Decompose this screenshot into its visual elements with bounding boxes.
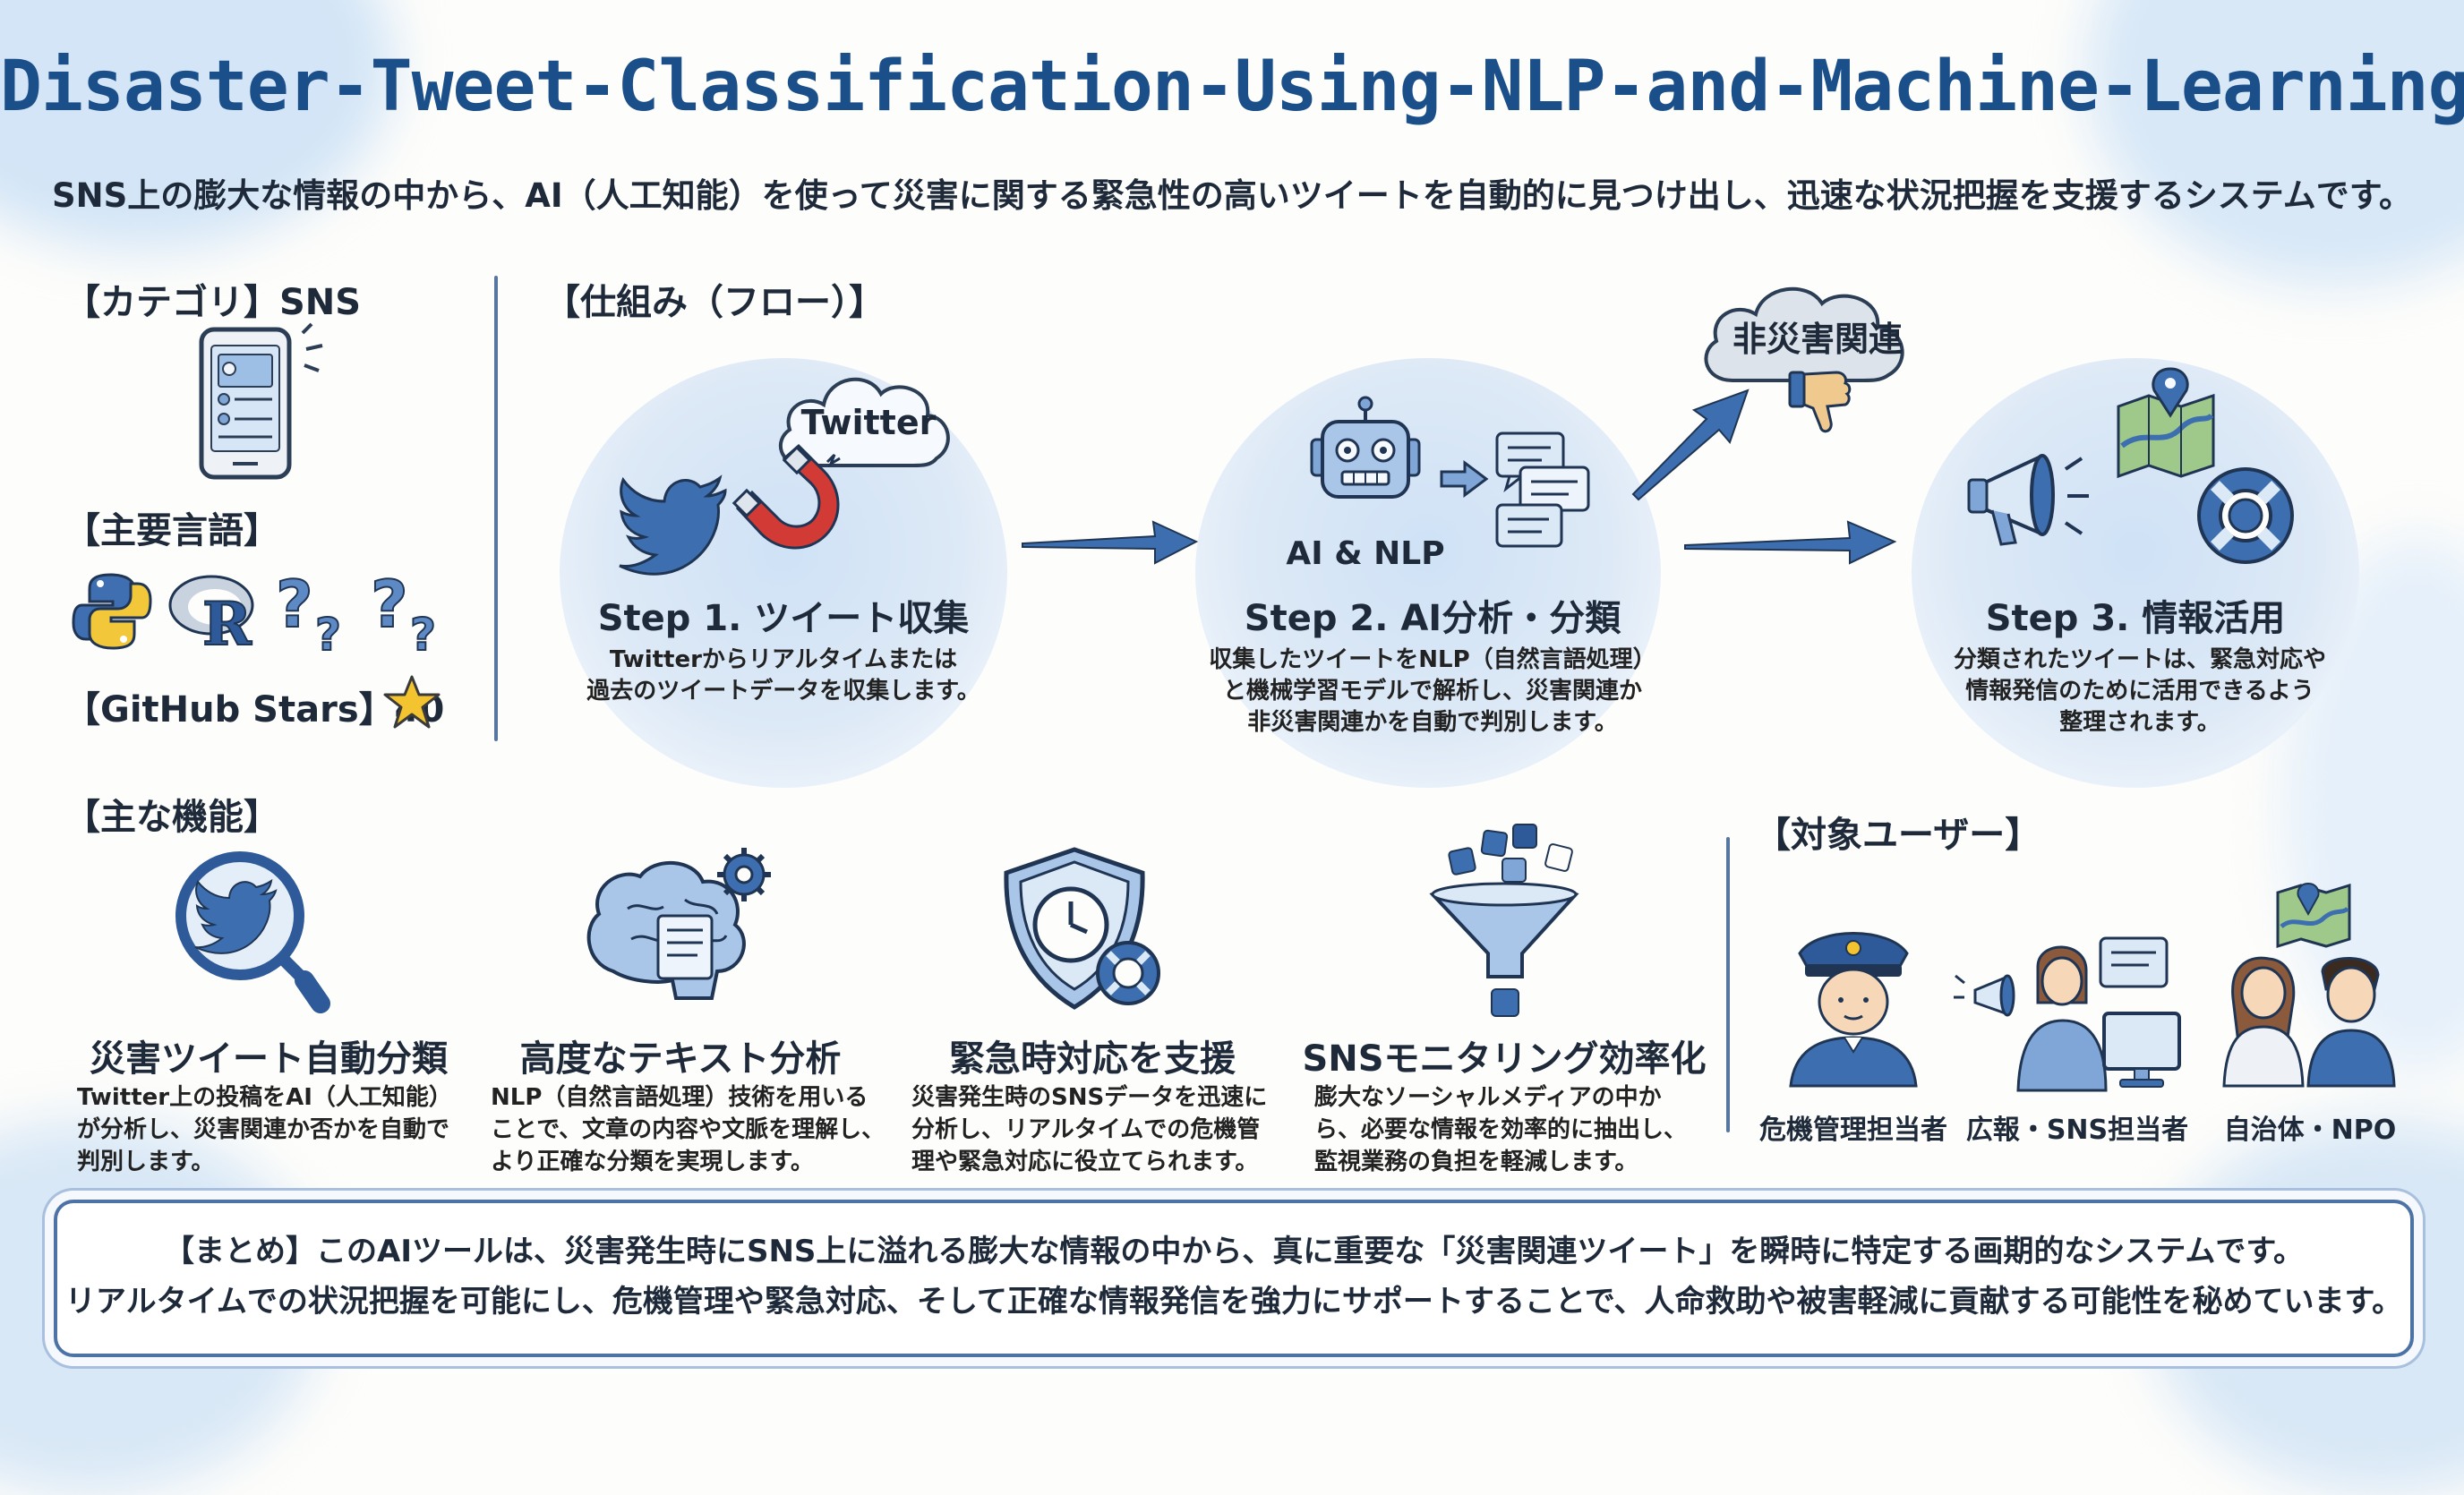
feature-desc-line: が分析し、災害関連か否かを自動で	[77, 1116, 450, 1143]
robot-icon	[1310, 396, 1421, 499]
flow-heading: 【仕組み（フロー）】	[544, 282, 885, 323]
step2-desc: 収集したツイートをNLP（自然言語処理） と機械学習モデルで解析し、災害関連か …	[1173, 645, 1692, 739]
step2-title: Step 2. AI分析・分類	[1244, 598, 1621, 639]
thumbs-down-icon	[1788, 371, 1852, 433]
step2-bg	[1195, 358, 1661, 788]
svg-text:R: R	[202, 589, 252, 659]
feature-desc: 災害発生時のSNSデータを迅速に 分析し、リアルタイムでの危機管 理や緊急対応に…	[911, 1081, 1305, 1178]
brain-gear-icon	[586, 848, 771, 1000]
feature-desc-line: ら、必要な情報を効率的に抽出し、	[1314, 1116, 1688, 1143]
feature-desc-line: ことで、文章の内容や文脈を理解し、	[491, 1116, 886, 1143]
step3-title: Step 3. 情報活用	[1985, 598, 2286, 639]
svg-text:?: ?	[410, 609, 436, 661]
feature-desc-line: 理や緊急対応に役立てられます。	[911, 1149, 1259, 1175]
step1-desc: Twitterからリアルタイムまたは 過去のツイートデータを収集します。	[537, 645, 1030, 707]
star-icon	[383, 675, 441, 729]
summary-line: 【まとめ】このAIツールは、災害発生時にSNS上に溢れる膨大な情報の中から、真に…	[164, 1234, 2304, 1269]
svg-text:?: ?	[371, 567, 408, 642]
page-subtitle: SNS上の膨大な情報の中から、AI（人工知能）を使って災害に関する緊急性の高いツ…	[52, 176, 2412, 215]
user-label: 自治体・NPO	[2223, 1115, 2397, 1146]
twitter-cloud-icon	[779, 377, 950, 467]
step1-title: Step 1. ツイート収集	[597, 598, 970, 639]
category-label: 【カテゴリ】SNS	[64, 282, 362, 323]
user-label: 広報・SNS担当者	[1965, 1115, 2189, 1146]
languages-label: 【主要言語】	[64, 510, 279, 551]
github-stars-label: 【GitHub Stars】40	[64, 689, 445, 730]
twitter-bird-icon	[619, 474, 727, 576]
feature-title: 緊急時対応を支援	[949, 1038, 1236, 1080]
step3-desc-line: 分類されたツイートは、緊急対応や	[1953, 646, 2326, 673]
feature-desc-line: より正確な分類を実現します。	[491, 1149, 814, 1175]
shield-clock-icon	[1004, 847, 1160, 1010]
step3-desc: 分類されたツイートは、緊急対応や 情報発信のために活用できるよう 整理されます。	[1907, 645, 2373, 739]
search-twitter-icon	[175, 851, 330, 1013]
lifebuoy-icon	[2197, 467, 2294, 564]
chat-bubbles-icon	[1495, 431, 1590, 548]
flow-arrow-2	[1684, 520, 1897, 565]
summary-line: リアルタイムでの状況把握を可能にし、危機管理や緊急対応、そして正確な情報発信を強…	[64, 1284, 2403, 1320]
step1-desc-line: 過去のツイートデータを収集します。	[586, 678, 980, 705]
pr-staff-icon	[1954, 936, 2181, 1092]
step2-desc-line: と機械学習モデルで解析し、災害関連か	[1222, 678, 1642, 705]
step2-desc-line: 収集したツイートをNLP（自然言語処理）	[1209, 646, 1656, 673]
feature-desc-line: 判別します。	[77, 1149, 215, 1175]
step3-desc-line: 整理されます。	[2059, 709, 2220, 736]
feature-desc-line: Twitter上の投稿をAI（人工知能）	[77, 1084, 452, 1111]
feature-title: SNSモニタリング効率化	[1302, 1038, 1707, 1080]
feature-desc-line: 膨大なソーシャルメディアの中か	[1314, 1084, 1662, 1111]
non-disaster-label: 非災害関連	[1732, 320, 1903, 359]
crisis-manager-icon	[1789, 932, 1918, 1088]
step1-desc-line: Twitterからリアルタイムまたは	[609, 646, 958, 673]
sidebar-divider	[494, 276, 498, 741]
feature-desc-line: 災害発生時のSNSデータを迅速に	[911, 1084, 1268, 1111]
feature-desc-line: NLP（自然言語処理）技術を用いる	[491, 1084, 868, 1111]
question-icon: ? ?	[370, 566, 437, 662]
arrow-right-icon	[1440, 460, 1489, 498]
step3-desc-line: 情報発信のために活用できるよう	[1965, 678, 2314, 705]
user-label: 危機管理担当者	[1759, 1115, 1947, 1146]
non-disaster-cloud-icon	[1704, 286, 1904, 382]
feature-desc-line: 監視業務の負担を軽減します。	[1314, 1149, 1638, 1175]
feature-desc-line: 分析し、リアルタイムでの危機管	[911, 1116, 1261, 1143]
question-icon: ? ?	[275, 566, 342, 662]
local-gov-npo-icon	[2222, 882, 2396, 1088]
feature-title: 高度なテキスト分析	[519, 1038, 842, 1080]
flow-arrow-1	[1022, 520, 1199, 565]
svg-text:?: ?	[315, 609, 341, 661]
step2-desc-line: 非災害関連かを自動で判別します。	[1247, 709, 1618, 736]
feature-title: 災害ツイート自動分類	[90, 1038, 448, 1080]
sns-funnel-icon	[1429, 824, 1579, 1017]
users-heading: 【対象ユーザー】	[1755, 815, 2041, 856]
flow-arrow-up	[1631, 389, 1750, 501]
map-pin-icon	[2117, 367, 2215, 479]
r-language-icon: R	[168, 575, 254, 660]
feature-desc: NLP（自然言語処理）技術を用いる ことで、文章の内容や文脈を理解し、 より正確…	[491, 1081, 903, 1178]
summary-box: 【まとめ】このAIツールは、災害発生時にSNS上に溢れる膨大な情報の中から、真に…	[54, 1200, 2414, 1357]
magnet-icon	[732, 443, 841, 550]
page-title: Disaster-Tweet-Classification-Using-NLP-…	[0, 47, 2464, 127]
twitter-cloud-label: Twitter	[800, 403, 937, 442]
feature-desc: 膨大なソーシャルメディアの中か ら、必要な情報を効率的に抽出し、 監視業務の負担…	[1314, 1081, 1708, 1178]
python-icon	[72, 573, 152, 650]
feature-desc: Twitter上の投稿をAI（人工知能） が分析し、災害関連か否かを自動で 判別…	[77, 1081, 489, 1178]
features-heading: 【主な機能】	[64, 797, 279, 838]
ai-nlp-label: AI & NLP	[1286, 535, 1445, 572]
users-divider	[1726, 837, 1730, 1132]
megaphone-icon	[1967, 454, 2089, 546]
smartphone-icon	[199, 322, 323, 480]
svg-text:?: ?	[276, 567, 313, 642]
